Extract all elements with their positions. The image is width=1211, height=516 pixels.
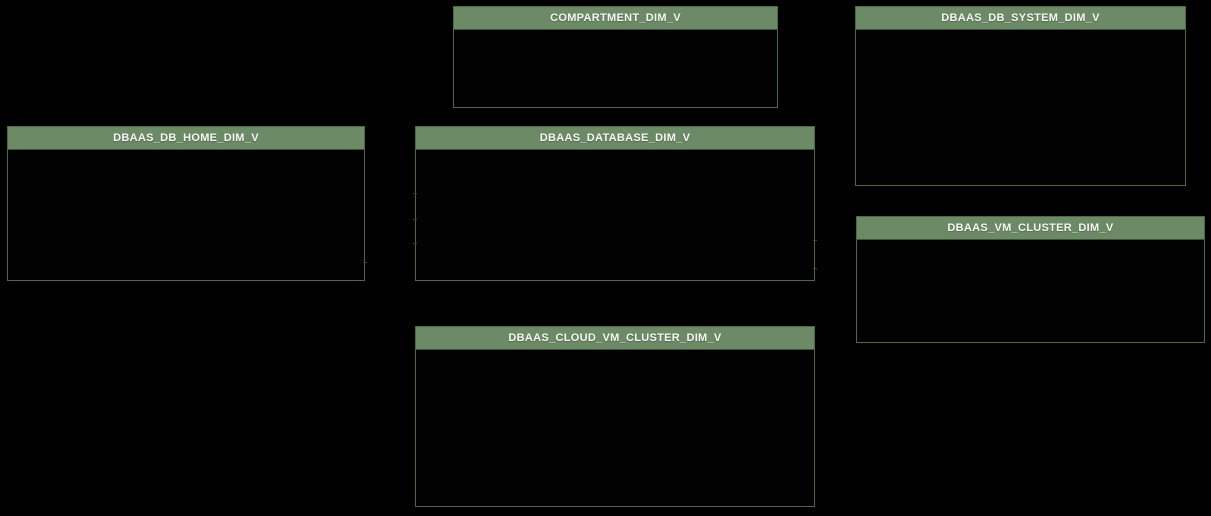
connector-anchor-tick xyxy=(813,240,817,241)
entity-title: DBAAS_DB_HOME_DIM_V xyxy=(113,132,259,144)
entity-dbaas-cloud-vm-cluster-dim-v[interactable]: DBAAS_CLOUD_VM_CLUSTER_DIM_V xyxy=(415,326,815,507)
entity-dbaas-db-home-dim-v[interactable]: DBAAS_DB_HOME_DIM_V xyxy=(7,126,367,281)
entity-body xyxy=(8,150,364,280)
entity-title: DBAAS_CLOUD_VM_CLUSTER_DIM_V xyxy=(508,332,722,344)
entity-header[interactable]: DBAAS_CLOUD_VM_CLUSTER_DIM_V xyxy=(416,327,814,350)
entity-header[interactable]: DBAAS_DB_SYSTEM_DIM_V xyxy=(856,7,1185,30)
entity-compartment-dim-v[interactable]: COMPARTMENT_DIM_V xyxy=(453,6,778,108)
entity-title: DBAAS_DB_SYSTEM_DIM_V xyxy=(941,12,1100,24)
entity-title: DBAAS_DATABASE_DIM_V xyxy=(539,132,691,144)
entity-header[interactable]: DBAAS_VM_CLUSTER_DIM_V xyxy=(857,217,1204,240)
entity-title: COMPARTMENT_DIM_V xyxy=(550,12,681,24)
connector-anchor-tick xyxy=(413,219,417,220)
entity-title: DBAAS_VM_CLUSTER_DIM_V xyxy=(947,222,1114,234)
entity-header[interactable]: DBAAS_DB_HOME_DIM_V xyxy=(8,127,364,150)
connector-anchor-tick xyxy=(363,262,367,263)
entity-body xyxy=(857,240,1204,342)
connector-anchor-tick xyxy=(813,268,817,269)
connector-anchor-tick xyxy=(413,243,417,244)
entity-dbaas-vm-cluster-dim-v[interactable]: DBAAS_VM_CLUSTER_DIM_V xyxy=(856,216,1205,343)
connector-anchor-tick xyxy=(413,193,417,194)
entity-body xyxy=(856,30,1185,185)
entity-body xyxy=(416,150,814,280)
entity-header[interactable]: COMPARTMENT_DIM_V xyxy=(454,7,777,30)
entity-dbaas-db-system-dim-v[interactable]: DBAAS_DB_SYSTEM_DIM_V xyxy=(855,6,1186,186)
entity-body xyxy=(416,350,814,506)
entity-body xyxy=(454,30,777,107)
entity-header[interactable]: DBAAS_DATABASE_DIM_V xyxy=(416,127,814,150)
entity-dbaas-database-dim-v[interactable]: DBAAS_DATABASE_DIM_V xyxy=(413,126,817,281)
